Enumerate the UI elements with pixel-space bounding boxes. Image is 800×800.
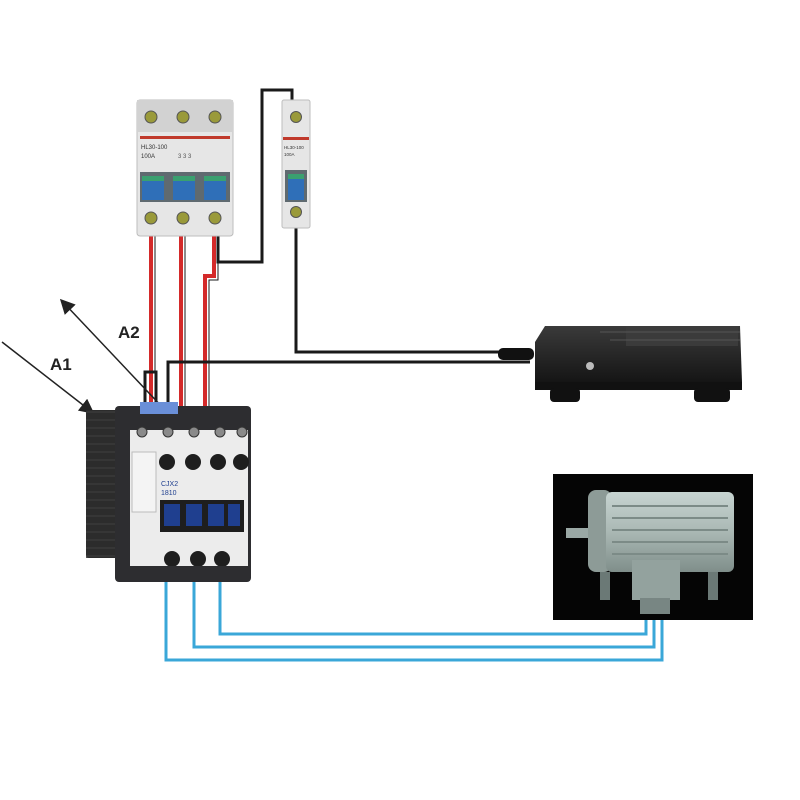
breaker-1p-rating: 100A [284, 152, 295, 157]
a1-indicator: A1 [1, 341, 95, 414]
contactor-model: CJX2 [161, 481, 178, 488]
blue-wire-t3 [218, 574, 648, 636]
three-pole-breaker-icon: HL30-100 100A 3 3 3 [136, 99, 234, 237]
black-wire-breaker-link [216, 88, 294, 264]
a2-arrow [59, 298, 166, 411]
single-pole-breaker-icon: HL30-100 100A [281, 99, 311, 229]
blue-wires [164, 574, 664, 662]
blue-wire-t1 [164, 574, 664, 662]
breaker-3p-sub: 3 3 3 [178, 154, 192, 160]
contactor-icon: CJX2 1810 [86, 402, 251, 582]
breaker-3p-rating: 100A [141, 154, 155, 160]
breaker-3p-model: HL30-100 [141, 145, 168, 151]
a1-label: A1 [50, 355, 72, 374]
red-wires [149, 232, 219, 428]
electric-motor-icon [553, 474, 753, 620]
blue-wire-t2 [192, 574, 656, 649]
red-wire-l3 [203, 232, 216, 428]
black-wire-coil-a1 [143, 370, 158, 428]
breaker-1p-model: HL30-100 [284, 145, 304, 150]
foot-pedal-switch-icon [498, 326, 742, 402]
a2-indicator: A2 [59, 298, 166, 411]
black-wire-to-pedal [294, 228, 530, 354]
a1-arrow [1, 341, 95, 414]
contactor-sub: 1810 [161, 490, 177, 497]
a2-label: A2 [118, 323, 140, 342]
